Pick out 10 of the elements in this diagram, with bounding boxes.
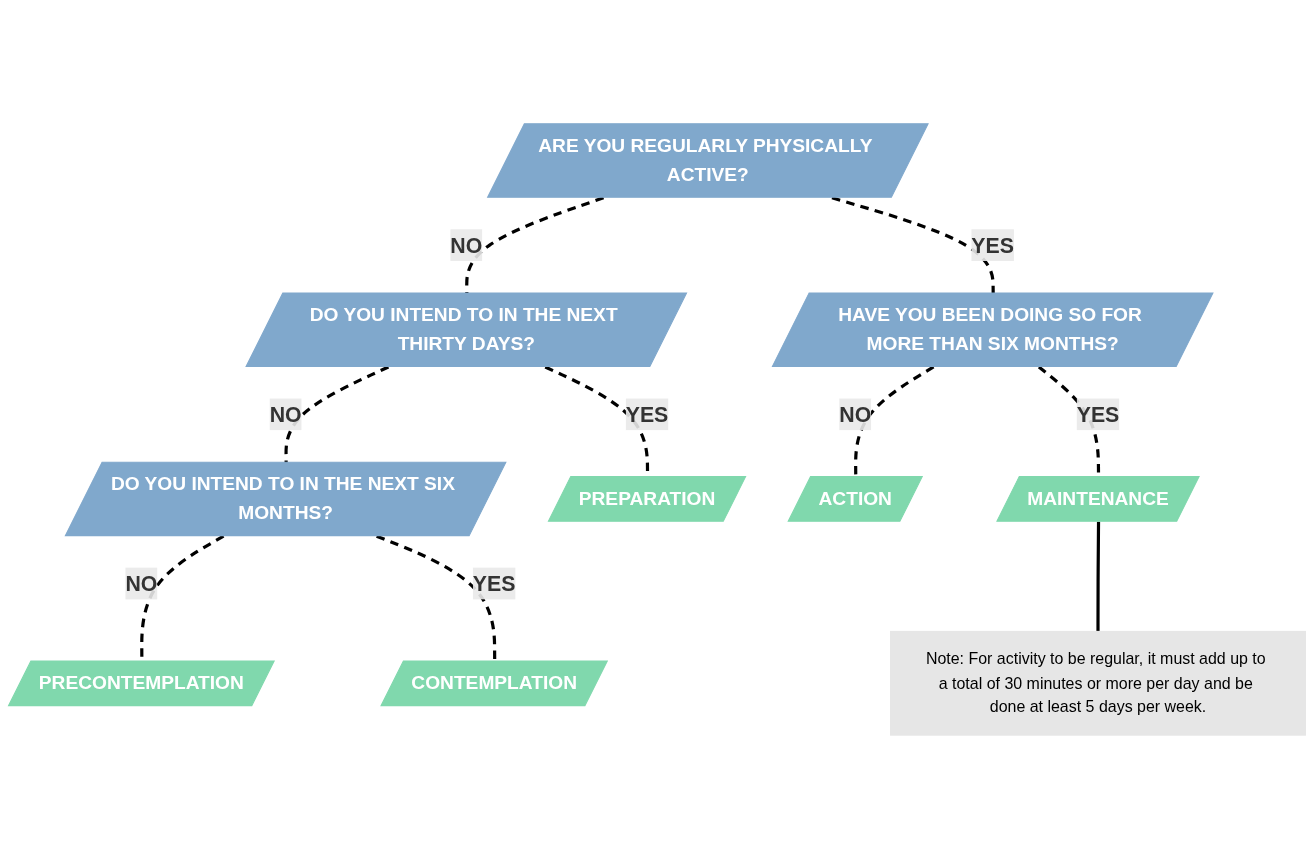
edge-label: NO (125, 571, 158, 596)
edge-label: NO (450, 233, 483, 257)
edge-label: YES (472, 571, 516, 596)
edge-label: NO (839, 402, 872, 427)
edge-label: YES (1076, 402, 1120, 427)
node-box: Note: For activity to be regular, it must add up to a total of 30 minutes or more per day and be done at least 5 days per week. (890, 630, 1306, 736)
edge-label: YES (625, 402, 669, 427)
connector (1096, 521, 1101, 632)
edge-label: NO (269, 402, 302, 427)
edge-label: YES (971, 233, 1014, 257)
